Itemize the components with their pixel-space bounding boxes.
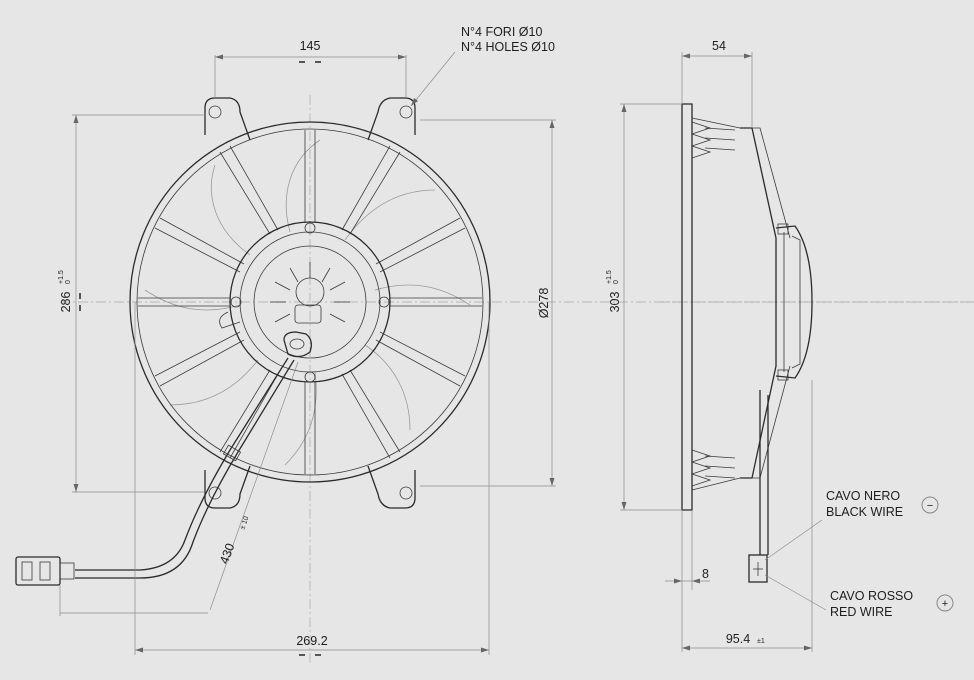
holes-note-it: N°4 FORI Ø10	[461, 25, 542, 39]
dim-hole-spacing: 145	[214, 39, 407, 98]
side-view: 54 303 +1.5 0 8 9	[606, 39, 974, 652]
dim-8: 8	[665, 510, 710, 590]
support-spokes	[138, 130, 482, 474]
dim-cable-length: 430 ± 10	[59, 361, 299, 616]
dim-width-label: 269.2	[296, 634, 327, 648]
dim-height-303-tol-lower: 0	[613, 280, 620, 284]
holes-note: N°4 FORI Ø10 N°4 HOLES Ø10	[410, 25, 555, 107]
dim-height-303-label: 303	[608, 292, 622, 313]
dim-height-286-tol-upper: +1.5	[58, 270, 65, 284]
dim-height-286-label: 286	[59, 292, 73, 313]
dim-depth: 54	[681, 39, 753, 128]
side-frame-plate	[681, 103, 693, 511]
dim-cable-tol: ± 10	[239, 515, 250, 530]
black-wire-it: CAVO NERO	[826, 489, 900, 503]
black-wire-callout: CAVO NERO BLACK WIRE −	[764, 489, 939, 561]
front-view: 145 N°4 FORI Ø10 N°4 HOLES Ø10 286 +1.5 …	[15, 25, 974, 665]
holes-note-en: N°4 HOLES Ø10	[461, 40, 555, 54]
red-wire-sign: +	[942, 598, 948, 610]
mounting-ears	[204, 97, 416, 509]
minus-circle-icon: −	[921, 496, 939, 514]
dim-diameter-label: Ø278	[537, 288, 551, 319]
dim-height-303-tol-upper: +1.5	[606, 270, 613, 284]
dim-cable-length-label: 430	[217, 541, 237, 565]
dim-overall-depth: 95.4 ±1	[681, 380, 813, 652]
connector	[15, 556, 61, 586]
dim-height-303: 303 +1.5 0	[606, 103, 682, 511]
plus-circle-icon: +	[936, 594, 954, 612]
black-wire-sign: −	[927, 500, 933, 512]
red-wire-callout: CAVO ROSSO RED WIRE +	[764, 574, 954, 619]
red-wire-it: CAVO ROSSO	[830, 589, 913, 603]
dim-overall-depth-label: 95.4	[726, 632, 750, 646]
cable	[15, 357, 295, 586]
dim-overall-depth-tol: ±1	[757, 638, 765, 645]
dim-diameter: Ø278	[420, 119, 556, 487]
dim-depth-label: 54	[712, 39, 726, 53]
dim-height-286-tol-lower: 0	[65, 280, 72, 284]
dim-8-label: 8	[702, 567, 709, 581]
dim-width: 269.2	[134, 302, 490, 656]
motor-hub	[219, 221, 391, 383]
outer-ring	[129, 121, 491, 483]
side-motor	[775, 225, 813, 379]
inner-ring	[136, 128, 484, 476]
side-connector	[748, 554, 768, 583]
side-fins	[690, 121, 736, 487]
black-wire-en: BLACK WIRE	[826, 505, 903, 519]
dim-hole-spacing-label: 145	[300, 39, 321, 53]
fan-blades	[144, 139, 471, 466]
dim-height-286: 286 +1.5 0	[58, 114, 205, 493]
red-wire-en: RED WIRE	[830, 605, 893, 619]
